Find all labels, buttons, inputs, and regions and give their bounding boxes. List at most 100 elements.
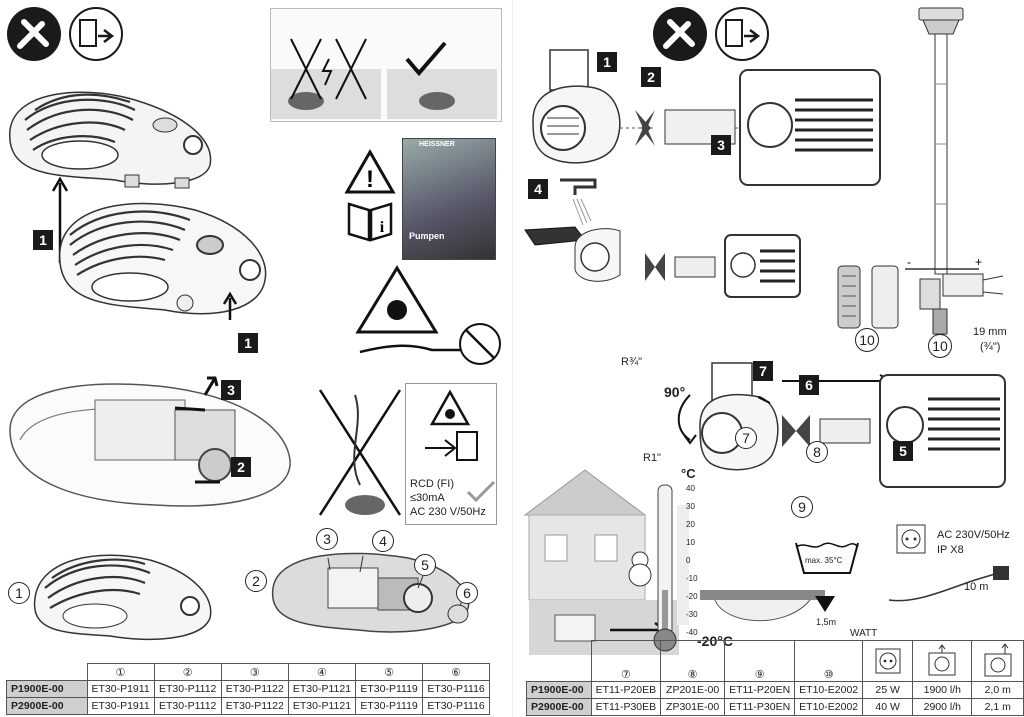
volute-disassembly-illustration — [532, 49, 881, 186]
table-header-row: ⑦ ⑧ ⑨ ⑩ — [527, 640, 1024, 682]
height-cell: 2,1 m — [971, 697, 1024, 716]
hose-size-inch: (¾") — [980, 341, 1001, 353]
part-cell: ET30-P1121 — [287, 697, 357, 715]
electric-hazard-icon — [429, 389, 471, 426]
part-cell: ET30-P1122 — [220, 697, 289, 715]
winter-storage-illustration — [523, 469, 825, 655]
step-badge: 2 — [641, 67, 661, 87]
part-cell: ZP301E-00 — [660, 697, 726, 716]
pump-height-icon — [984, 642, 1012, 677]
scale-tick: 40 — [686, 484, 695, 493]
assembly-number-3: 3 — [316, 528, 338, 550]
scale-tick: 30 — [686, 502, 695, 511]
plug-socket-icon — [425, 431, 478, 461]
step-badge: 5 — [893, 441, 913, 461]
clip-arrow-up-icon — [222, 291, 238, 320]
step-badge: 3 — [221, 380, 241, 400]
col-header: ⑦ — [590, 640, 662, 682]
rcd-line-1: RCD (FI) — [410, 478, 454, 490]
col-header: ② — [153, 663, 222, 681]
socket-icon — [875, 648, 901, 674]
angle-label: 90° — [664, 384, 686, 400]
depth-label: 1,5m — [816, 617, 837, 627]
height-icon-cell — [971, 640, 1024, 682]
table-row: P1900E-00 ET30-P1911 ET30-P1112 ET30-P11… — [6, 680, 491, 698]
step-badge: 1 — [597, 52, 617, 72]
scale-tick: -40 — [686, 628, 698, 637]
depth-marker-icon — [815, 596, 835, 612]
rcd-line-2: ≤30mA — [410, 492, 445, 504]
part-cell: ET30-P1122 — [220, 680, 289, 698]
model-cell: P1900E-00 — [526, 680, 592, 699]
pump-housing-illustration — [59, 202, 267, 315]
model-cell: P2900E-00 — [6, 697, 88, 715]
cable-length-label: 10 m — [964, 581, 989, 593]
power-spec-line-1: AC 230V/50Hz — [937, 529, 1010, 541]
unplug-icon — [69, 7, 123, 61]
watt-icon-cell — [862, 640, 914, 682]
svg-text:+: + — [975, 255, 982, 269]
fountain-riser-illustration: - + — [905, 7, 1004, 335]
flow-cell: 1900 l/h — [912, 680, 973, 699]
exploded-housing-illustration — [271, 552, 470, 633]
pump-flow-icon — [928, 643, 956, 676]
part-cell: ET11-P30EB — [590, 697, 662, 716]
step-badge: 1 — [33, 230, 53, 250]
part-cell: ZP201E-00 — [660, 680, 726, 699]
spare-parts-table-left: ① ② ③ ④ ⑤ ⑥ P1900E-00 ET30-P1911 ET30-P1… — [6, 663, 491, 715]
rcd-info-panel: RCD (FI) ≤30mA AC 230 V/50Hz — [405, 383, 497, 525]
unplug-before-water-illustration — [270, 8, 502, 122]
water-scene-left — [271, 38, 381, 119]
filter-sleeves-illustration — [837, 265, 899, 329]
step-badge: 7 — [753, 361, 773, 381]
part-cell: ET10-E2002 — [794, 680, 864, 699]
part-cell: ET30-P1116 — [422, 680, 491, 698]
screwdriver-wrench-icon — [653, 7, 707, 61]
warning-manual-icon: ! i — [344, 148, 396, 242]
rcd-line-3: AC 230 V/50Hz — [410, 506, 486, 518]
assembly-number-1: 1 — [8, 582, 30, 604]
part-cell: ET11-P30EN — [724, 697, 796, 716]
unplug-icon — [715, 7, 769, 61]
wash-max-temp-icon — [795, 542, 859, 574]
assembly-number-6: 6 — [456, 582, 478, 604]
part-number-9: 9 — [791, 496, 813, 518]
socket-icon — [896, 524, 926, 554]
col-header: ④ — [287, 663, 357, 681]
screwdriver-wrench-icon — [7, 7, 61, 61]
table-row: P2900E-00 ET11-P30EB ZP301E-00 ET11-P30E… — [526, 697, 1024, 716]
hose-size-mm: 19 mm — [973, 326, 1007, 338]
col-header: ⑨ — [724, 640, 796, 682]
scale-tick: 10 — [686, 538, 695, 547]
check-icon — [466, 480, 496, 503]
thread-r34-label: R¾" — [621, 356, 643, 368]
electric-hazard-warning-icon — [355, 265, 501, 365]
scale-tick: -10 — [686, 574, 698, 583]
wash-max-label: max. 35°C — [805, 556, 843, 565]
assembly-number-2: 2 — [245, 570, 267, 592]
assembled-pump-illustration — [33, 554, 212, 641]
assembly-number-5: 5 — [414, 554, 436, 576]
flow-icon-cell — [912, 640, 973, 682]
col-header: ⑤ — [355, 663, 424, 681]
page-divider — [512, 0, 513, 717]
col-header: ⑥ — [422, 663, 491, 681]
part-cell: ET10-E2002 — [794, 697, 864, 716]
scale-tick: 20 — [686, 520, 695, 529]
pump-housing-top-illustration — [9, 91, 212, 189]
part-cell: ET30-P1911 — [86, 680, 155, 698]
table-header-row: ① ② ③ ④ ⑤ ⑥ — [7, 663, 491, 681]
col-header: ⑩ — [794, 640, 864, 682]
col-header: ③ — [220, 663, 289, 681]
part-cell: ET11-P20EB — [590, 680, 662, 699]
step-badge: 4 — [528, 179, 548, 199]
svg-text:i: i — [380, 219, 385, 236]
table-row: P2900E-00 ET30-P1911 ET30-P1112 ET30-P11… — [6, 697, 491, 715]
part-number-8: 8 — [806, 441, 828, 463]
part-number-10: 10 — [855, 328, 879, 352]
scale-tick: -20 — [686, 592, 698, 601]
tools-icon-group-right — [652, 6, 772, 66]
table-row: P1900E-00 ET11-P20EB ZP201E-00 ET11-P20E… — [526, 680, 1024, 699]
scale-tick: -30 — [686, 610, 698, 619]
svg-text:-: - — [907, 255, 911, 269]
